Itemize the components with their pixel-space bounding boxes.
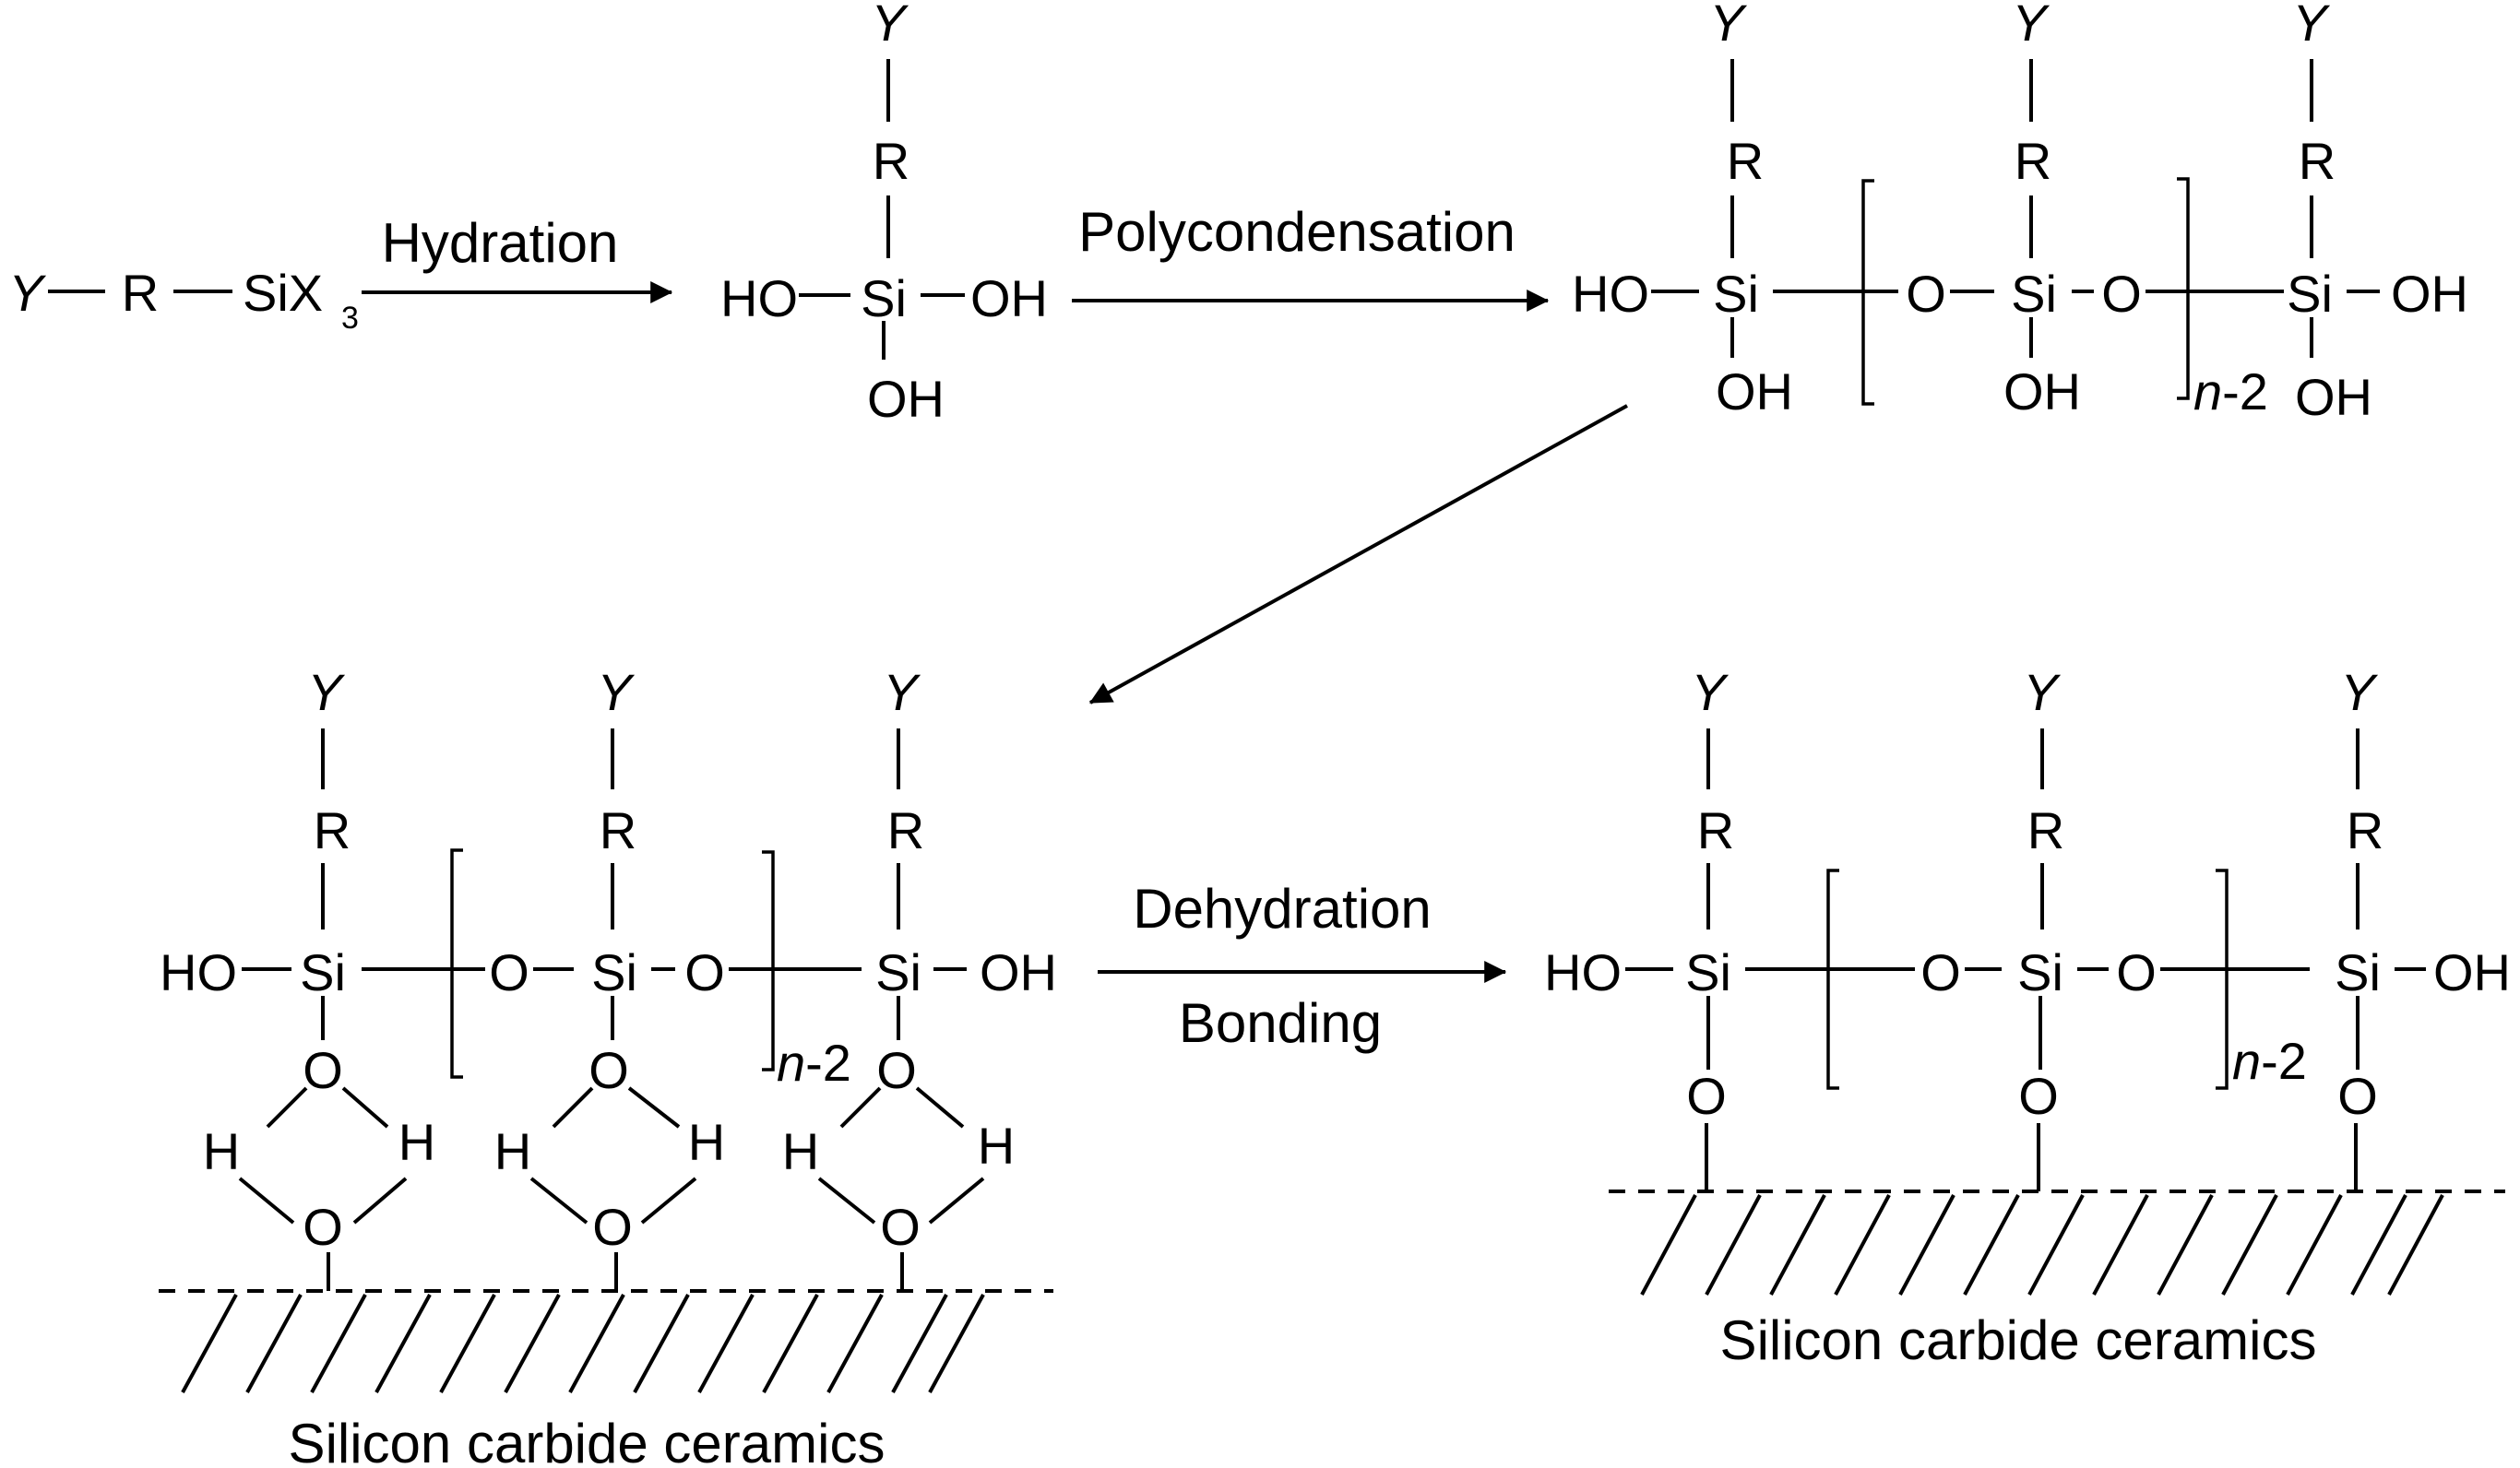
svg-text:H: H (782, 1122, 819, 1180)
silanetriol: Y R HO Si OH OH (720, 0, 1048, 428)
svg-text:O: O (2116, 943, 2157, 1001)
dehydration-label: Dehydration (1133, 878, 1432, 940)
svg-text:O: O (880, 1198, 921, 1256)
svg-text:Y: Y (2292, 0, 2330, 52)
svg-text:HO: HO (1572, 265, 1649, 323)
svg-text:OH: OH (2003, 362, 2081, 420)
substrate-hatching-left (181, 1294, 985, 1393)
svg-text:O: O (303, 1041, 343, 1099)
svg-text:H: H (203, 1122, 240, 1180)
reactant-r: R (122, 264, 159, 322)
svg-text:O: O (684, 943, 725, 1001)
svg-text:Y: Y (1691, 663, 1729, 721)
svg-text:OH: OH (2391, 265, 2468, 323)
svg-text:Y: Y (1709, 0, 1747, 52)
repeat-unit-n: n-2 (2193, 362, 2268, 420)
svg-text:Si: Si (2011, 265, 2057, 323)
svg-text:O: O (1686, 1067, 1727, 1125)
reactant-silane: Y R SiX 3 (8, 264, 359, 336)
svg-text:Si: Si (1685, 943, 1731, 1001)
bonding-label: Bonding (1179, 992, 1382, 1054)
svg-text:O: O (1906, 265, 1946, 323)
svg-text:Si: Si (591, 943, 637, 1001)
svg-text:Si: Si (861, 269, 907, 327)
reactant-subscript: 3 (341, 301, 359, 336)
substrate-label-right: Silicon carbide ceramics (1720, 1309, 2317, 1371)
svg-text:Y: Y (2012, 0, 2050, 52)
svg-text:R: R (2015, 132, 2051, 190)
svg-text:O: O (1920, 943, 1961, 1001)
substrate-hatching-right (1640, 1194, 2444, 1296)
svg-text:H: H (688, 1113, 725, 1171)
siloxane-oligomer: Y R HO Si OH O Si O n-2 Y R OH Y R Si OH… (1572, 0, 2468, 426)
svg-text:HO: HO (1544, 943, 1622, 1001)
svg-text:OH: OH (980, 943, 1057, 1001)
svg-text:R: R (2347, 801, 2383, 859)
svg-text:R: R (1697, 801, 1734, 859)
svg-text:Si: Si (2335, 943, 2381, 1001)
hydration-label: Hydration (382, 212, 619, 274)
svg-text:OH: OH (1716, 362, 1793, 420)
svg-text:Si: Si (875, 943, 921, 1001)
svg-text:O: O (303, 1198, 343, 1256)
svg-text:R: R (2027, 801, 2064, 859)
svg-text:OH: OH (867, 370, 945, 428)
svg-text:R: R (873, 132, 909, 190)
svg-text:R: R (600, 801, 636, 859)
repeat-unit-n-right: n-2 (2232, 1032, 2307, 1090)
reactant-y: Y (8, 264, 46, 322)
polycondensation-label: Polycondensation (1078, 201, 1516, 263)
svg-text:HO: HO (720, 269, 798, 327)
svg-text:Si: Si (2287, 265, 2333, 323)
svg-text:R: R (887, 801, 924, 859)
svg-text:R: R (314, 801, 351, 859)
svg-text:O: O (489, 943, 529, 1001)
svg-text:Si: Si (300, 943, 346, 1001)
bonded-siloxane-product: Y R HO Si O O Si O n-2 Y R O Y R Si OH (1544, 663, 2511, 1371)
svg-text:Y: Y (883, 663, 921, 721)
reactant-six: SiX (243, 264, 323, 322)
svg-text:O: O (2337, 1067, 2378, 1125)
svg-text:OH: OH (2295, 368, 2372, 426)
repeat-unit-n-left: n-2 (777, 1034, 851, 1092)
svg-text:O: O (592, 1198, 633, 1256)
svg-text:Si: Si (2017, 943, 2063, 1001)
substrate-label-left: Silicon carbide ceramics (289, 1413, 886, 1468)
svg-text:R: R (1727, 132, 1764, 190)
svg-text:HO: HO (160, 943, 237, 1001)
svg-text:Y: Y (597, 663, 635, 721)
svg-text:O: O (876, 1041, 917, 1099)
diagonal-arrow (1088, 404, 1628, 704)
svg-text:O: O (2018, 1067, 2059, 1125)
hydrogen-bonded-intermediate: Y R HO Si O H H O O Si O n-2 Y R O H (159, 663, 1057, 1468)
svg-text:H: H (494, 1122, 531, 1180)
svg-text:O: O (588, 1041, 629, 1099)
svg-text:Y: Y (307, 663, 345, 721)
svg-text:H: H (398, 1113, 435, 1171)
svg-text:OH: OH (2433, 943, 2511, 1001)
svg-text:Y: Y (871, 0, 909, 52)
svg-text:R: R (2299, 132, 2336, 190)
svg-text:Y: Y (2340, 663, 2378, 721)
svg-text:Y: Y (2023, 663, 2061, 721)
svg-text:Si: Si (1713, 265, 1759, 323)
svg-text:OH: OH (970, 269, 1048, 327)
svg-text:O: O (2101, 265, 2142, 323)
svg-text:H: H (978, 1117, 1015, 1175)
